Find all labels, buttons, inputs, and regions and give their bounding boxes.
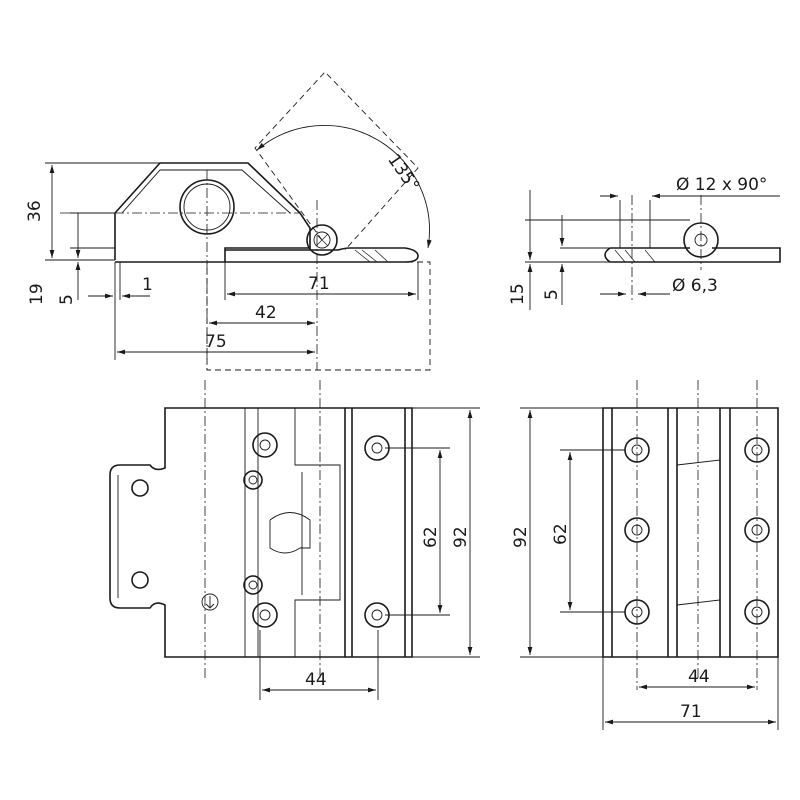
swing-envelope <box>206 261 431 371</box>
dim-62-left: 62 <box>421 526 441 548</box>
dim-5-end: 5 <box>542 289 562 300</box>
left-leaf-outline <box>109 407 346 658</box>
end-view: Ø 12 x 90° Ø 6,3 15 5 <box>508 175 781 310</box>
front-view-right: 92 62 44 71 <box>511 380 779 730</box>
dim-71-side: 71 <box>308 274 330 294</box>
dim-71-right: 71 <box>680 702 702 722</box>
angle-arc <box>256 125 432 249</box>
hinge-body-outline <box>114 162 311 263</box>
dim-44-right: 44 <box>688 667 710 687</box>
direction-arrow-icon <box>201 593 219 611</box>
mounting-holes <box>131 432 390 628</box>
dim-62-right: 62 <box>551 523 571 545</box>
dim-5: 5 <box>57 294 77 305</box>
dim-1: 1 <box>142 275 153 295</box>
right-hinge-outline <box>602 407 779 658</box>
angle-label: 135° <box>383 151 423 196</box>
hole-diameter-label: Ø 6,3 <box>672 276 718 296</box>
dim-36: 36 <box>25 200 45 222</box>
dim-19: 19 <box>27 283 47 305</box>
dim-92-left: 92 <box>451 526 471 548</box>
dim-44-left: 44 <box>305 670 327 690</box>
leaf-outline <box>225 247 419 263</box>
dim-92-right: 92 <box>511 526 531 548</box>
right-leaf-outline <box>345 407 413 658</box>
dim-15: 15 <box>508 283 528 305</box>
dim-42: 42 <box>255 303 277 323</box>
side-view: 135° 36 19 5 1 71 42 75 <box>25 71 432 371</box>
front-view-left: 62 92 44 <box>109 380 480 700</box>
mounting-holes-right <box>624 437 770 625</box>
dim-75: 75 <box>205 332 227 352</box>
countersink-label: Ø 12 x 90° <box>676 175 767 195</box>
